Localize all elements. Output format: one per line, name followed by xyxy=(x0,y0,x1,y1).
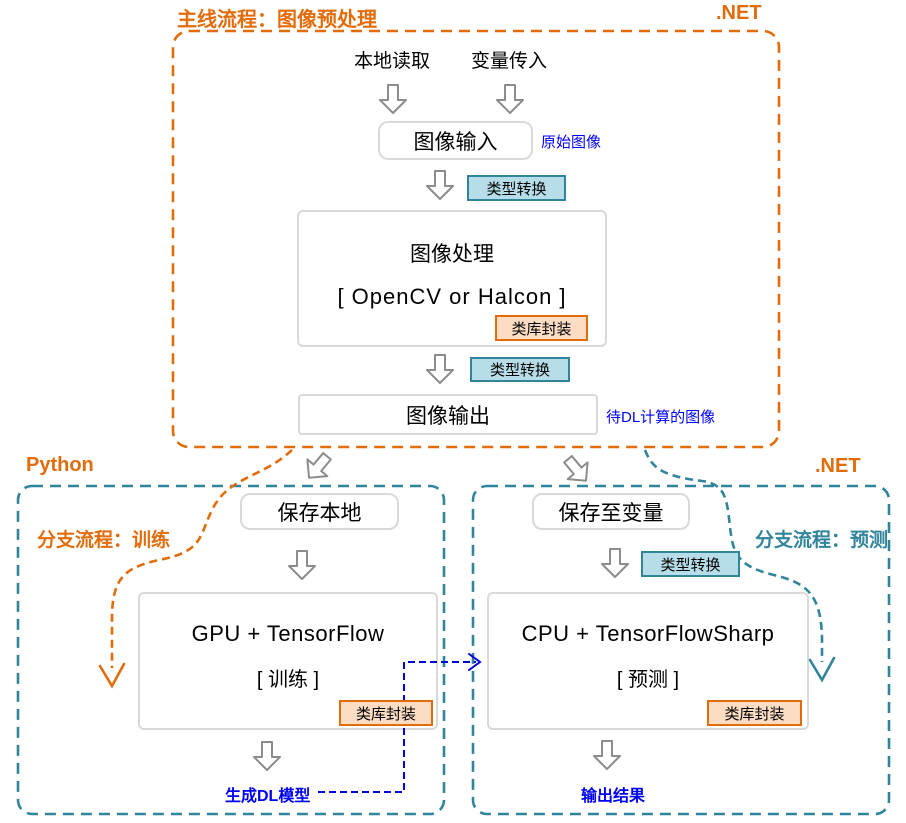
library-wrapper-badge: 类库封装 xyxy=(339,700,433,726)
train-engine-label: GPU + TensorFlow xyxy=(191,620,385,646)
block-arrow-down-icon xyxy=(426,354,454,384)
save-variable-label: 保存至变量 xyxy=(558,501,664,525)
image-output-note: 待DL计算的图像 xyxy=(606,409,716,426)
library-wrapper-badge: 类库封装 xyxy=(495,315,588,341)
image-process-engine-label: [ OpenCV or Halcon ] xyxy=(337,283,567,309)
library-wrapper-label: 类库封装 xyxy=(511,320,572,338)
predict-mode-label: [ 预测 ] xyxy=(616,668,680,691)
save-local-label: 保存本地 xyxy=(277,501,362,525)
save-local-box: 保存本地 xyxy=(240,493,399,530)
predict-branch-title: 分支流程：预测 xyxy=(754,530,888,551)
image-input-box: 图像输入 xyxy=(378,121,533,160)
image-input-label: 图像输入 xyxy=(413,130,498,154)
type-convert-label: 类型转换 xyxy=(486,180,547,198)
block-arrow-down-icon xyxy=(496,84,524,114)
predict-result-note: 输出结果 xyxy=(581,788,646,805)
block-arrow-down-right-icon xyxy=(557,449,597,491)
type-convert-label: 类型转换 xyxy=(660,556,721,574)
library-wrapper-badge: 类库封装 xyxy=(707,700,802,726)
train-branch-title: 分支流程：训练 xyxy=(37,530,171,551)
image-output-box: 图像输出 xyxy=(298,394,598,435)
block-arrow-down-left-icon xyxy=(298,446,338,488)
library-wrapper-label: 类库封装 xyxy=(355,705,416,723)
source-label-variable: 变量传入 xyxy=(471,51,548,72)
block-arrow-down-icon xyxy=(601,548,629,578)
block-arrow-down-icon xyxy=(253,741,281,771)
block-arrow-down-icon xyxy=(379,84,407,114)
image-output-label: 图像输出 xyxy=(406,404,490,428)
block-arrow-down-icon xyxy=(593,740,621,770)
save-variable-box: 保存至变量 xyxy=(532,493,690,530)
main-process-title: 主线流程：图像预处理 xyxy=(177,9,377,31)
source-label-local: 本地读取 xyxy=(354,51,431,72)
library-wrapper-label: 类库封装 xyxy=(724,705,785,723)
predict-engine-label: CPU + TensorFlowSharp xyxy=(521,620,775,646)
block-arrow-down-icon xyxy=(426,170,454,200)
train-mode-label: [ 训练 ] xyxy=(256,668,320,691)
dotnet-platform-label-predict: .NET xyxy=(815,455,861,477)
python-platform-label: Python xyxy=(26,454,94,476)
image-input-note: 原始图像 xyxy=(541,134,602,151)
train-result-note: 生成DL模型 xyxy=(225,788,311,805)
type-convert-badge: 类型转换 xyxy=(467,175,566,201)
block-arrow-down-icon xyxy=(288,550,316,580)
dotnet-platform-label-main: .NET xyxy=(716,2,762,24)
type-convert-label: 类型转换 xyxy=(489,362,550,379)
type-convert-badge: 类型转换 xyxy=(641,551,740,577)
image-process-label: 图像处理 xyxy=(410,242,494,266)
type-convert-badge: 类型转换 xyxy=(470,357,570,382)
